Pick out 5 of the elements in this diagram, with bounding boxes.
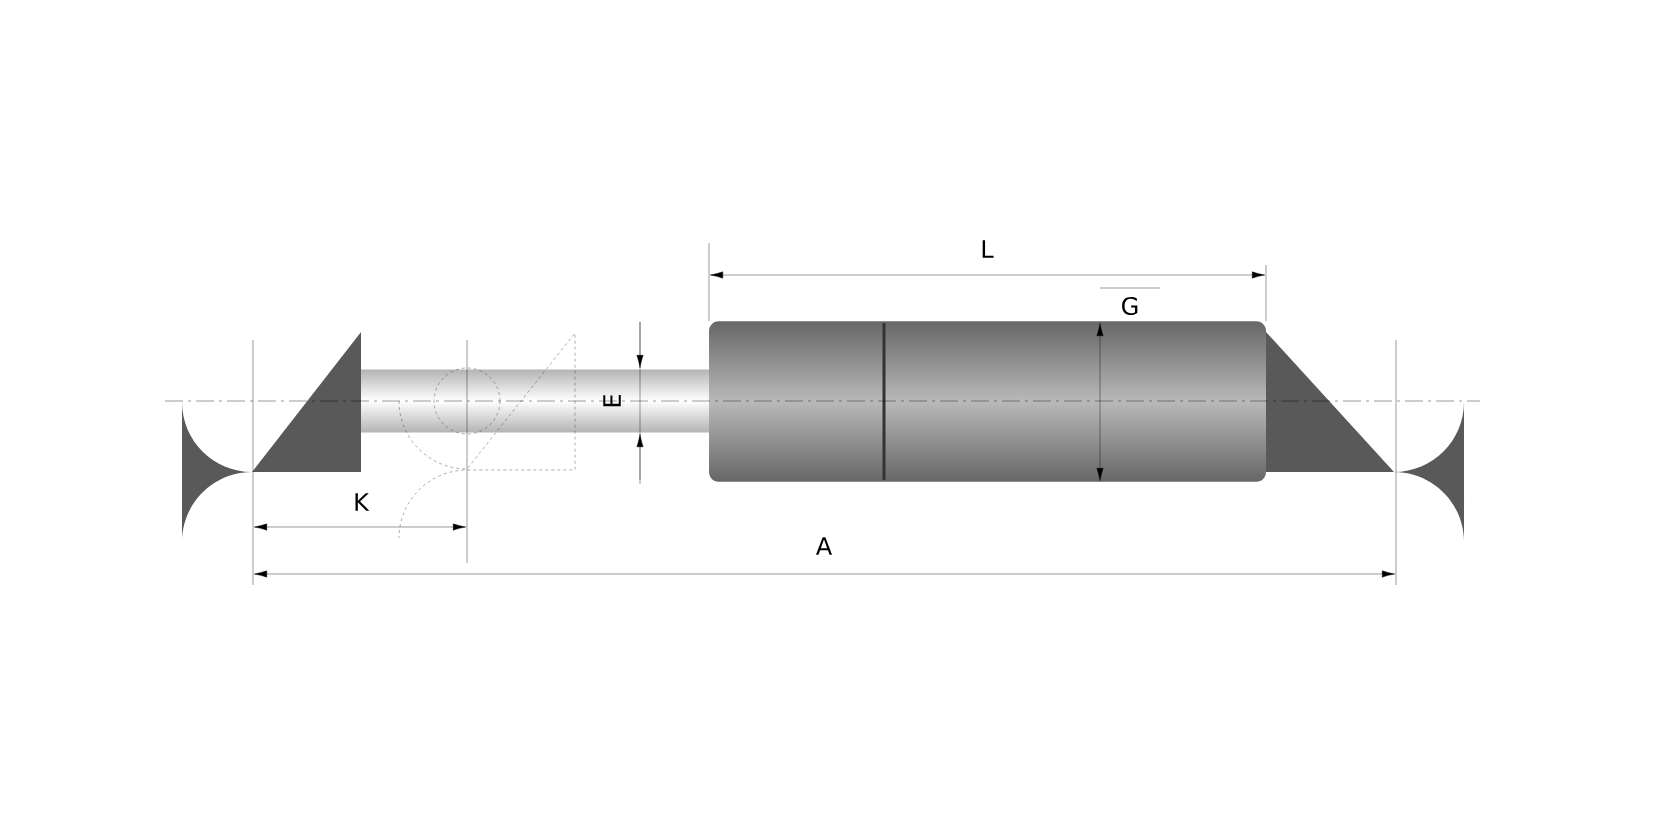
dimension-label: L bbox=[982, 240, 994, 258]
dimension-label: E bbox=[603, 394, 621, 407]
dimension-label: A bbox=[816, 537, 832, 555]
dimension-label: K bbox=[355, 493, 370, 511]
dimension-label: G bbox=[1122, 296, 1138, 316]
